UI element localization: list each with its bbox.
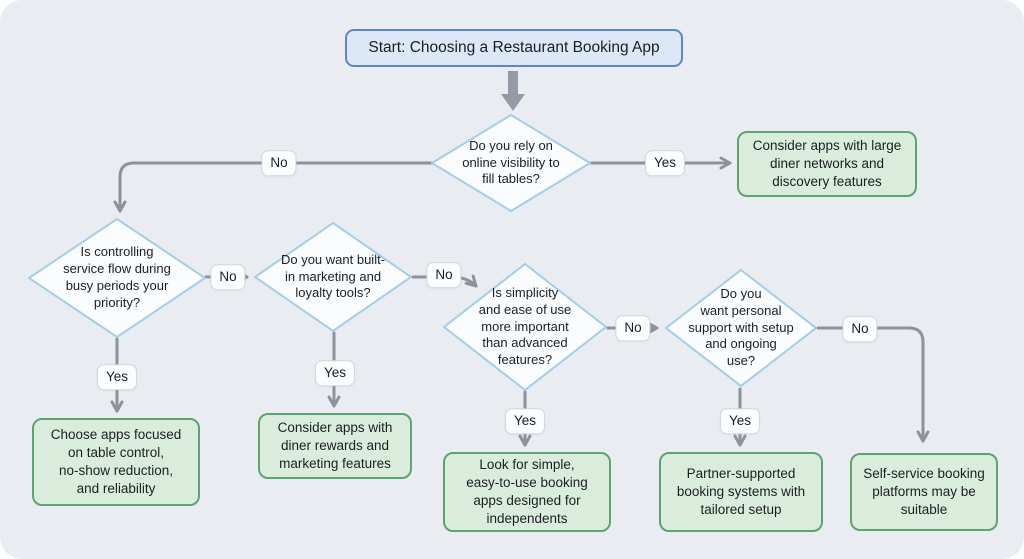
decision-node-marketing-tools: Do you want built- in marketing and loya…: [254, 222, 412, 332]
decision-label: Is simplicity and ease of use more impor…: [478, 284, 572, 368]
decision-label: Do you want personal support with setup …: [688, 285, 794, 369]
decision-label: Is controlling service flow during busy …: [63, 244, 171, 310]
diamond-shape: [443, 263, 607, 391]
decision-node-service-flow: Is controlling service flow during busy …: [28, 218, 206, 338]
start-node-label: Start: Choosing a Restaurant Booking App: [368, 38, 660, 56]
connector-d5-no: [816, 326, 930, 443]
outcome-node-self-service: Self-service booking platforms may be su…: [850, 453, 998, 531]
edge-label-d3-yes: Yes: [314, 360, 356, 386]
edge-label-d2-no: No: [210, 264, 246, 290]
outcome-node-diner-networks: Consider apps with large diner networks …: [737, 131, 917, 197]
decision-node-simplicity: Is simplicity and ease of use more impor…: [443, 263, 607, 391]
edge-label-d1-no: No: [261, 150, 297, 176]
diamond-shape: [665, 269, 817, 387]
outcome-label: Consider apps with large diner networks …: [752, 138, 902, 189]
connector-start: [501, 71, 525, 111]
start-node: Start: Choosing a Restaurant Booking App: [345, 29, 683, 67]
decision-label: Do you rely on online visibility to fill…: [462, 137, 560, 187]
edge-label-d5-yes: Yes: [719, 408, 761, 434]
edge-label-d4-yes: Yes: [504, 408, 546, 434]
outcome-node-table-control: Choose apps focused on table control, no…: [32, 418, 200, 506]
outcome-label: Look for simple, easy-to-use booking app…: [466, 457, 588, 526]
diamond-shape: [28, 218, 206, 338]
outcome-label: Consider apps with diner rewards and mar…: [277, 420, 393, 471]
edge-label-d5-no: No: [842, 316, 878, 342]
decision-label: Do you want built- in marketing and loya…: [280, 251, 386, 301]
outcome-node-diner-rewards: Consider apps with diner rewards and mar…: [258, 413, 412, 479]
outcome-label: Partner-supported booking systems with t…: [676, 466, 806, 517]
diamond-shape: [254, 222, 412, 332]
decision-node-personal-support: Do you want personal support with setup …: [665, 269, 817, 387]
diamond-shape: [431, 114, 591, 212]
connector-d1-no: [113, 161, 435, 213]
decision-node-online-visibility: Do you rely on online visibility to fill…: [431, 114, 591, 212]
edge-label-d2-yes: Yes: [96, 364, 138, 390]
outcome-label: Self-service booking platforms may be su…: [863, 466, 985, 517]
outcome-node-simple-apps: Look for simple, easy-to-use booking app…: [443, 452, 611, 532]
edge-label-d3-no: No: [426, 262, 462, 288]
edge-label-d1-yes: Yes: [644, 150, 686, 176]
edge-label-d4-no: No: [615, 315, 651, 341]
outcome-label: Choose apps focused on table control, no…: [50, 427, 182, 496]
outcome-node-partner-supported: Partner-supported booking systems with t…: [659, 452, 823, 532]
